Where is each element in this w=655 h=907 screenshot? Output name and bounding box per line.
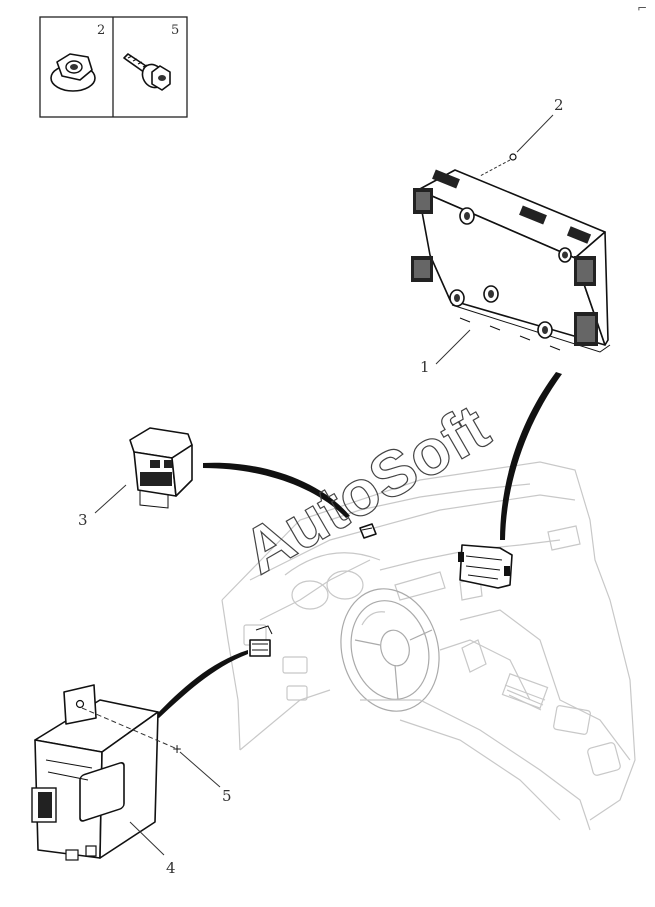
leader-2	[516, 114, 554, 153]
flange-nut-icon	[50, 53, 96, 92]
corner-mark: ⌐	[637, 1, 647, 15]
module-1-installed	[458, 544, 513, 589]
callout-1: 1	[420, 358, 430, 376]
leader-4	[129, 821, 165, 856]
leader-5-dashed	[81, 707, 176, 749]
part-4-module	[31, 684, 159, 861]
connector-arc-switch-3	[203, 462, 350, 518]
dashboard-outline	[221, 461, 636, 831]
nut-2-detail	[509, 153, 517, 161]
connector-arc-module-4	[155, 650, 248, 718]
callout-3: 3	[78, 511, 88, 529]
connector-arc-module-1	[500, 372, 562, 540]
bolt-5-mark: +	[172, 742, 182, 756]
module-4-installed	[249, 625, 273, 657]
flange-bolt-icon	[123, 53, 171, 91]
part-1-control-module	[411, 169, 611, 353]
switch-3-installed	[359, 523, 377, 539]
callout-4: 4	[166, 859, 176, 877]
callout-2: 2	[554, 96, 564, 114]
leader-1	[435, 329, 471, 365]
leader-2-dashed	[479, 159, 511, 177]
fastener-inset: 2 5	[39, 16, 188, 118]
inset-label-bolt: 5	[171, 23, 179, 38]
leader-5	[179, 751, 221, 788]
part-3-switch	[129, 427, 193, 509]
leader-3	[94, 484, 127, 514]
callout-5: 5	[222, 787, 232, 805]
inset-label-nut: 2	[97, 23, 105, 38]
